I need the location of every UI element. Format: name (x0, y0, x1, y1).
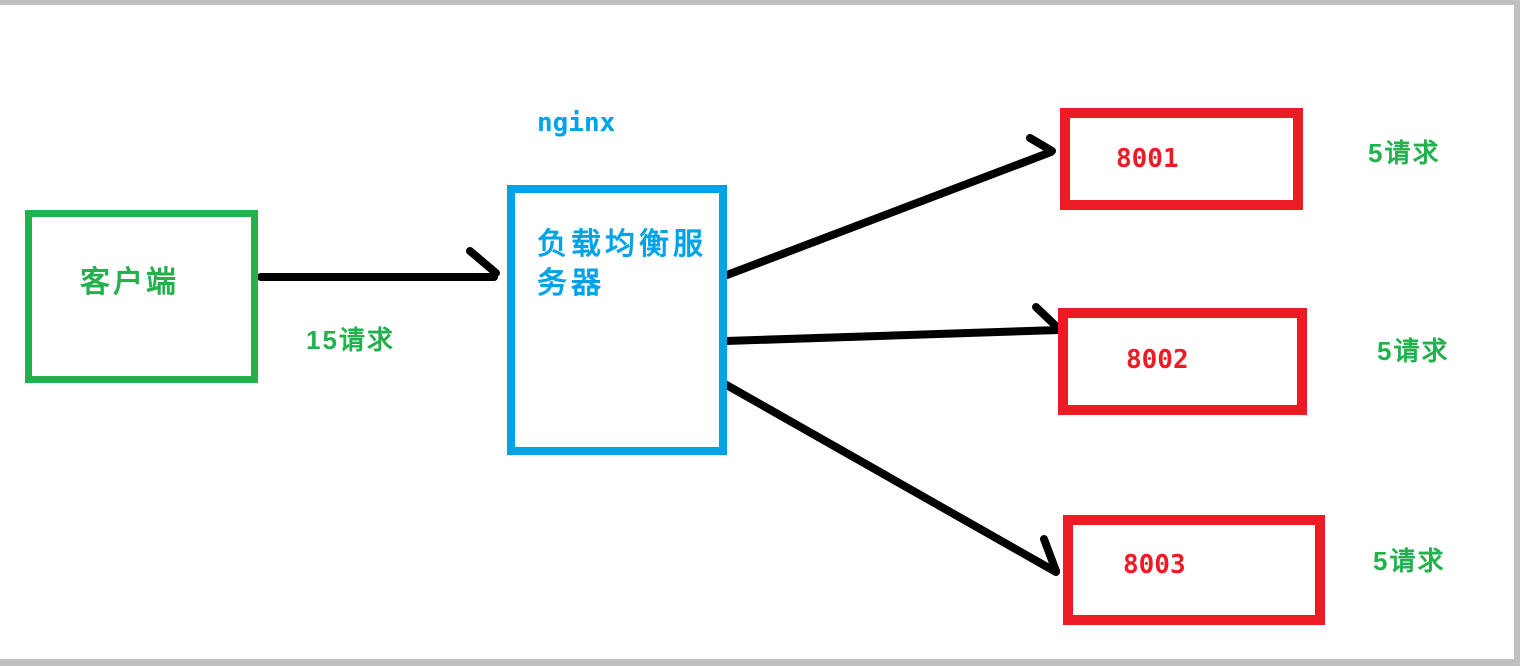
server-label-8003: 8003 (1123, 550, 1186, 580)
server-node-8003: 8003 (1063, 515, 1325, 625)
server-node-8002: 8002 (1058, 308, 1307, 415)
client-node: 客户端 (25, 210, 258, 383)
server-8002-request-count: 5请求 (1377, 336, 1450, 366)
arrow-nginx-to-8002 (722, 303, 1063, 345)
window-frame-bottom (0, 659, 1520, 666)
load-balancer-label: 负载均衡服务器 (537, 228, 707, 300)
server-8001-request-count: 5请求 (1368, 138, 1441, 168)
server-label-8002: 8002 (1126, 345, 1189, 375)
window-frame-top (0, 0, 1520, 5)
server-label-8001: 8001 (1116, 144, 1179, 174)
server-8003-request-count: 5请求 (1373, 546, 1446, 576)
arrow-nginx-to-8003 (719, 379, 1060, 576)
client-label: 客户端 (80, 266, 179, 299)
server-node-8001: 8001 (1060, 108, 1303, 210)
nginx-caption: nginx (537, 108, 616, 138)
load-balancer-node: 负载均衡服务器 (507, 185, 727, 455)
client-edge-request-count: 15请求 (306, 325, 395, 355)
window-frame-right (1514, 0, 1520, 666)
arrow-client-to-nginx (257, 247, 500, 281)
arrow-nginx-to-8001 (723, 134, 1056, 279)
